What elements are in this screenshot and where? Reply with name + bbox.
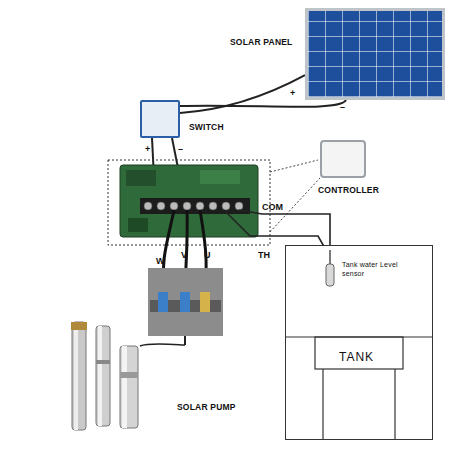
splice <box>180 292 190 312</box>
component-box: Tank water Level sensor <box>320 250 428 292</box>
leader-line <box>270 160 318 172</box>
pin-label: + <box>145 144 150 154</box>
wire-connector <box>180 75 305 113</box>
terminal-block <box>140 198 250 214</box>
pin-label: W <box>156 256 165 266</box>
pin-label: – <box>178 144 183 154</box>
component-box: SOLAR PUMP <box>65 318 143 433</box>
pin-label: TH <box>258 250 270 260</box>
wire <box>180 100 346 107</box>
pin-label: V <box>181 250 187 260</box>
board-part <box>200 170 240 184</box>
component-label: SOLAR PANEL <box>230 37 293 47</box>
component-box: SWITCH <box>140 100 180 138</box>
pin-label: – <box>340 102 345 112</box>
float-sensor <box>320 250 340 292</box>
connector-photo <box>148 268 223 336</box>
component-box: TANK Tank water Level sensor <box>285 245 433 440</box>
splice <box>158 292 168 312</box>
wire <box>140 344 185 346</box>
component-box: SOLAR PANEL <box>305 8 445 100</box>
splice <box>200 292 210 312</box>
component-box: CONTROLLER <box>320 140 366 178</box>
component-label: CONTROLLER <box>318 185 379 195</box>
component-label: SOLAR PUMP <box>177 402 236 412</box>
pin-label: U <box>204 250 211 260</box>
terminal-screws <box>144 202 243 210</box>
board-part <box>126 170 156 186</box>
wire <box>184 336 186 345</box>
component-label: SWITCH <box>189 122 224 132</box>
component-label: Tank water Level sensor <box>342 260 404 278</box>
pin-label: COM <box>262 202 283 212</box>
component-label: TANK <box>339 350 374 364</box>
pump-illustration <box>71 322 138 430</box>
wire <box>239 210 330 250</box>
pin-label: + <box>290 88 295 98</box>
circuit-board <box>120 165 258 237</box>
board-part <box>128 218 148 232</box>
